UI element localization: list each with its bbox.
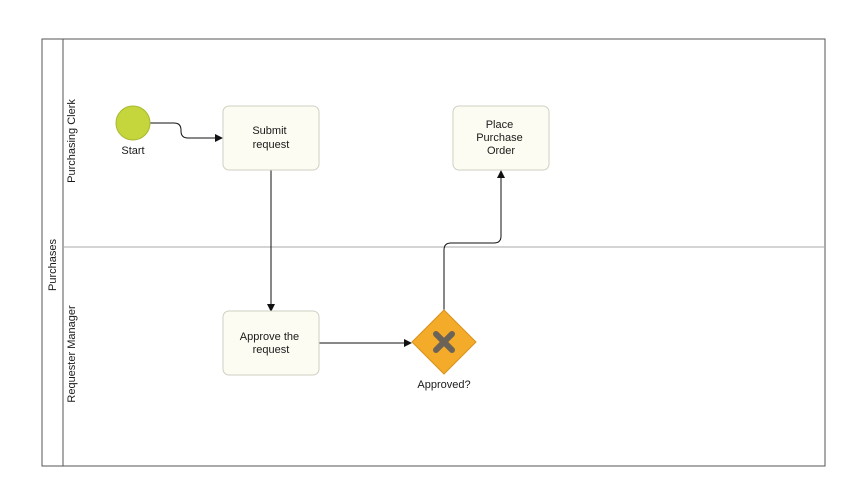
task-place-purchase-order[interactable]: Place Purchase Order [452,105,550,171]
task-submit-line-2: request [253,139,290,151]
flow-gateway-to-place-order[interactable] [443,170,505,310]
start-event[interactable] [115,105,151,141]
task-submit-line-1: Submit [252,125,286,137]
flow-start-to-submit[interactable] [150,122,223,142]
pool-outline [41,38,826,467]
gateway-approved[interactable] [411,309,477,375]
svg-text:Approve the request: Approve the request [240,331,302,356]
task-place-line-1: Place [486,119,514,131]
task-submit-request[interactable]: Submit request [222,105,320,171]
task-approve-line-2: request [253,344,290,356]
gateway-label: Approved? [417,379,470,391]
task-approve-request[interactable]: Approve the request [222,310,320,376]
start-event-label: Start [121,145,144,157]
svg-text:Place Purchase Ord: Place Purchase Order [476,119,526,157]
task-place-line-3: Order [487,145,515,157]
x-icon [433,331,455,353]
lane-label-purchasing-clerk: Purchasing Clerk [66,99,78,183]
lane-label-requester-manager: Requester Manager [66,305,78,403]
svg-text:Submit request: Submit request [252,125,289,151]
pool-label: Purchases [47,239,59,291]
task-place-line-2: Purchase [476,132,522,144]
task-approve-line-1: Approve the [240,331,299,343]
